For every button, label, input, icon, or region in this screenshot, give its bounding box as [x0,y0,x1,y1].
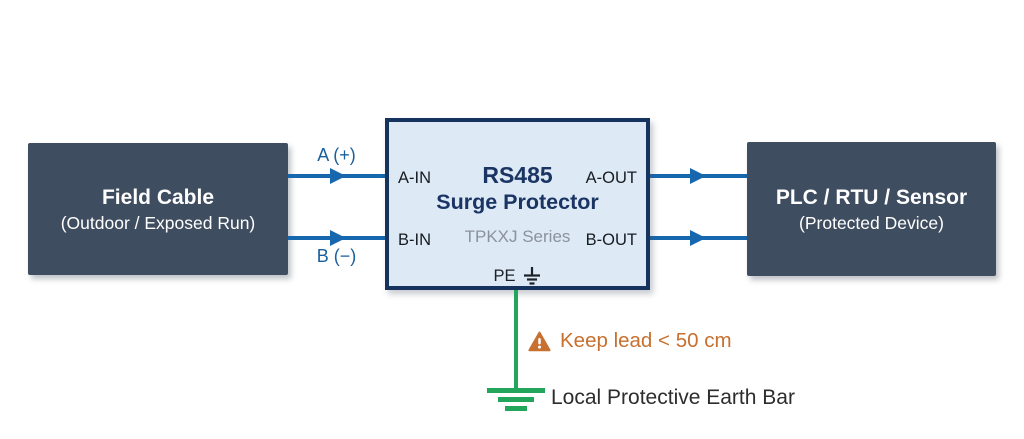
protected-device-title: PLC / RTU / Sensor [775,185,968,209]
earth-bar-symbol-icon [498,397,534,402]
wire-label-b: B (−) [316,246,357,266]
field-cable-subtitle: (Outdoor / Exposed Run) [60,212,256,233]
port-b-in: B-IN [398,231,431,249]
lead-length-warning-text: Keep lead < 50 cm [560,329,732,352]
pe-terminal: PE [389,265,646,287]
arrowhead-b-out-icon [690,230,706,246]
protected-device-box: PLC / RTU / Sensor (Protected Device) [747,142,996,276]
earth-bar-label: Local Protective Earth Bar [551,386,795,409]
pe-earth-wire [514,290,518,389]
pe-label: PE [493,267,516,285]
port-a-out: A-OUT [585,169,637,187]
arrowhead-a-in-icon [330,168,346,184]
protector-title2: Surge Protector [436,190,599,214]
wire-label-a: A (+) [317,145,356,165]
arrowhead-b-in-icon [330,230,346,246]
surge-protector-box: A-IN A-OUT B-IN B-OUT RS485 Surge Protec… [385,118,650,290]
protector-series: TPKXJ Series [464,227,571,246]
protector-title: RS485 [482,162,553,188]
earth-bar-symbol-icon [505,406,527,411]
arrowhead-a-out-icon [690,168,706,184]
port-a-in: A-IN [398,169,431,187]
protected-device-subtitle: (Protected Device) [799,212,944,233]
earth-symbol-icon [523,267,540,285]
field-cable-title: Field Cable [101,185,215,209]
warning-triangle-icon [528,331,551,351]
earth-bar-symbol-icon [487,388,545,393]
field-cable-box: Field Cable (Outdoor / Exposed Run) [28,143,288,275]
lead-length-warning: Keep lead < 50 cm [528,329,732,353]
port-b-out: B-OUT [585,231,637,249]
